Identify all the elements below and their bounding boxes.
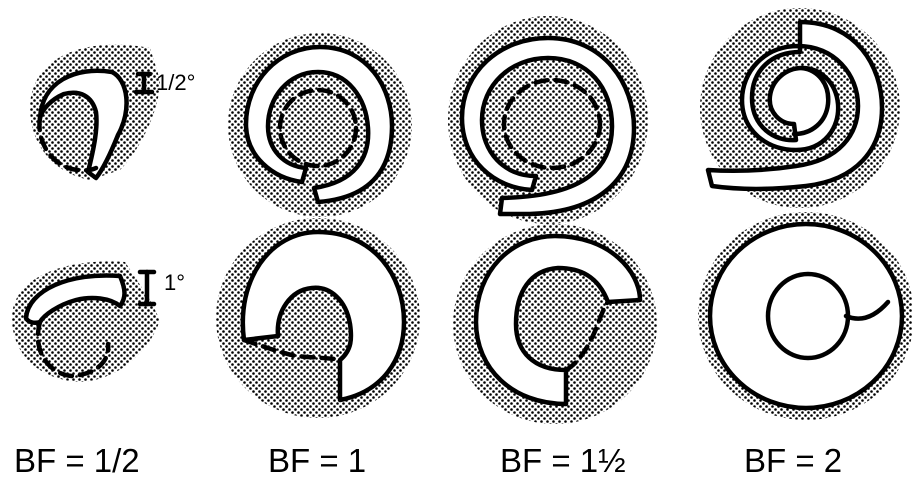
- caption-bf-one-half: BF = 1½: [500, 442, 626, 479]
- spiral-bf-one-top: [228, 33, 412, 217]
- caption-bf-half: BF = 1/2: [14, 442, 140, 479]
- spiral-bf-one-half-bottom: [453, 224, 657, 424]
- spiral-bf-half-bottom: [12, 261, 160, 382]
- spiral-bf-half-top: [30, 45, 160, 180]
- one-degree-label: 1°: [164, 270, 185, 295]
- spiral-bf-two-bottom: [698, 212, 912, 420]
- caption-bf-one: BF = 1: [268, 442, 366, 479]
- spiral-bf-one-half-top: [448, 16, 648, 224]
- spiral-bf-one-bottom: [216, 218, 420, 418]
- spiral-bf-two-top: [700, 8, 900, 208]
- caption-bf-two: BF = 2: [744, 442, 842, 479]
- half-degree-label: 1/2°: [156, 70, 195, 95]
